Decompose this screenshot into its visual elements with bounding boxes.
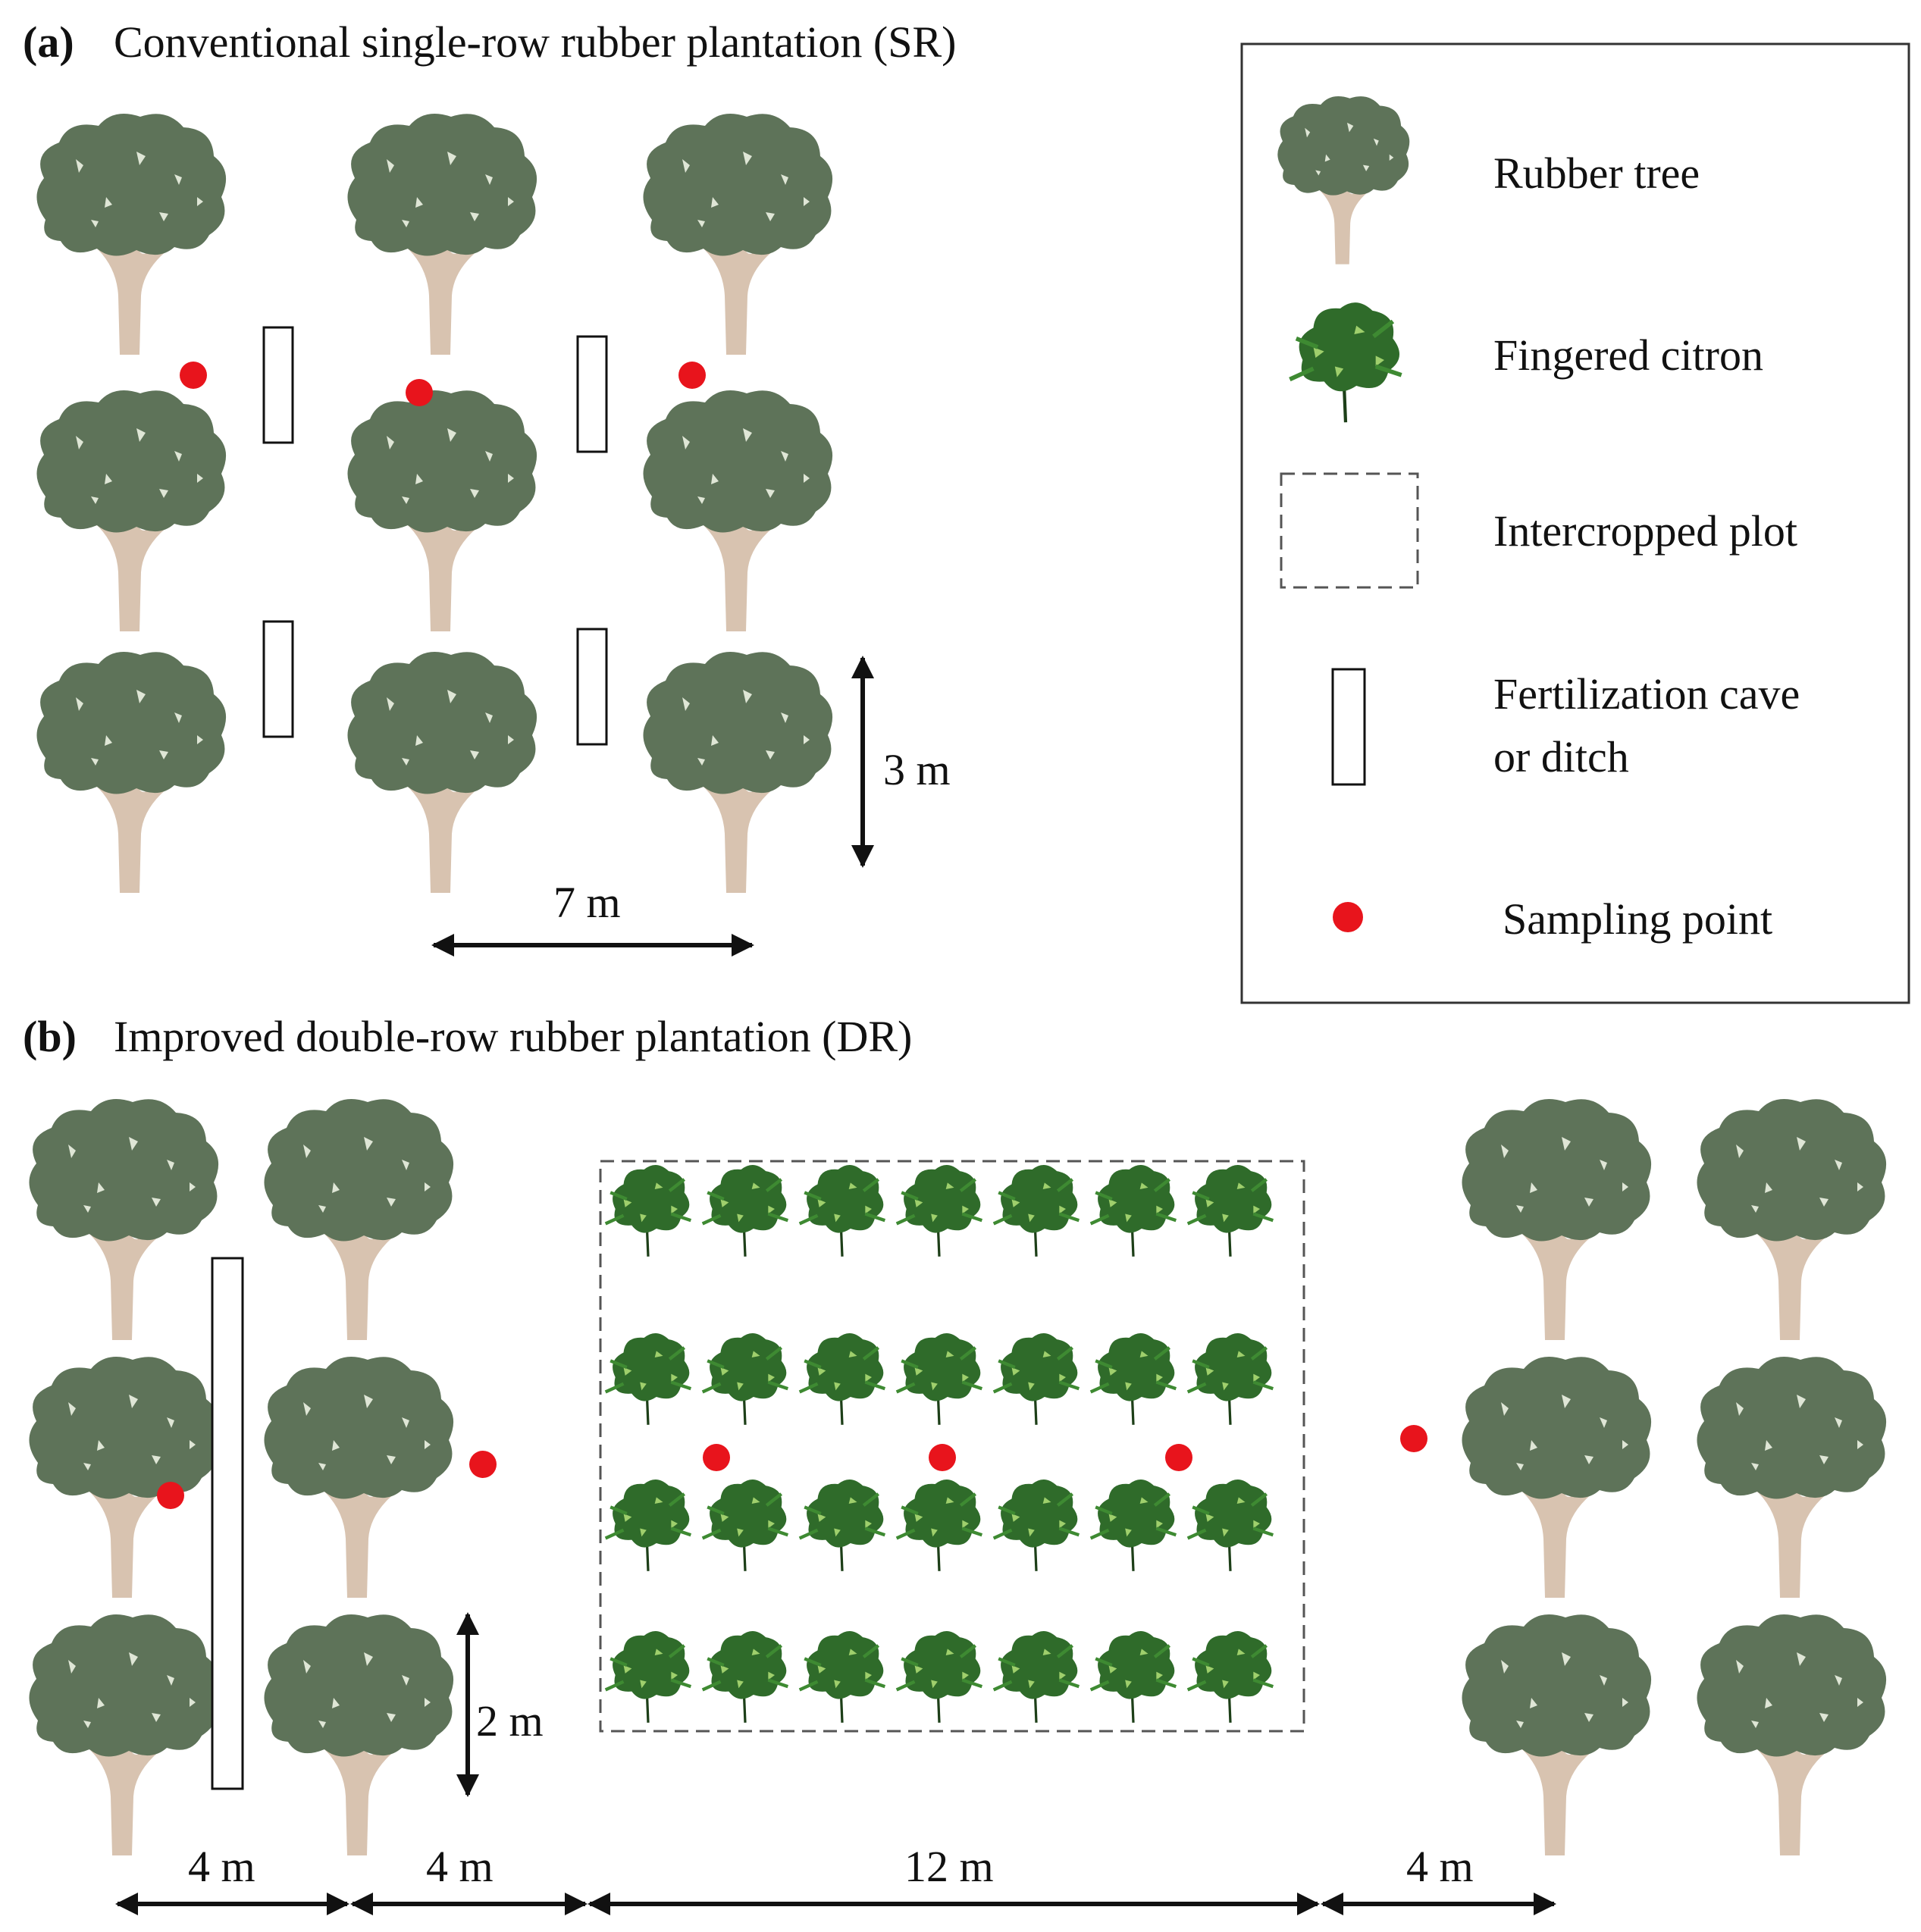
legend: Rubber tree Fingered citron Intercropped… xyxy=(1240,42,1910,1004)
legend-label-rubber-tree: Rubber tree xyxy=(1493,149,1700,198)
fingered-citron-icon xyxy=(703,1165,788,1257)
dim-label-4m-a: 4 m xyxy=(188,1842,255,1891)
fertilization-cave xyxy=(262,326,294,444)
fertilization-cave xyxy=(576,628,608,746)
panel-b-title: Improved double-row rubber plantation (D… xyxy=(114,1012,912,1061)
fingered-citron-icon xyxy=(1188,1165,1274,1257)
fertilization-ditch xyxy=(211,1257,244,1790)
sampling-point-icon xyxy=(1333,902,1363,932)
fingered-citron-icon xyxy=(1091,1165,1177,1257)
rubber-trees-dr-right xyxy=(1462,1099,1887,1855)
rubber-tree-icon xyxy=(36,390,227,631)
sampling-point xyxy=(1165,1444,1192,1471)
sampling-point xyxy=(180,362,207,389)
fertilization-cave-icon xyxy=(1331,668,1366,786)
dim-label-4m-c: 4 m xyxy=(1406,1842,1474,1891)
fingered-citron-icon xyxy=(897,1165,982,1257)
sampling-point xyxy=(678,362,706,389)
panel-a: (a) Conventional single-row rubber plant… xyxy=(23,17,956,957)
panel-a-letter: (a) xyxy=(23,17,74,67)
fingered-citron-icon xyxy=(994,1165,1080,1257)
fingered-citron-icon xyxy=(1188,1631,1274,1723)
fingered-citron-icon xyxy=(1188,1333,1274,1425)
fingered-citron-icon xyxy=(897,1333,982,1425)
fingered-citron-icon xyxy=(800,1631,885,1723)
fingered-citron-icon xyxy=(800,1480,885,1571)
rubber-tree-icon xyxy=(29,1357,219,1598)
rubber-tree-icon xyxy=(643,114,833,355)
sampling-point xyxy=(703,1444,730,1471)
dim-label-3m: 3 m xyxy=(883,745,951,794)
fingered-citron-icon xyxy=(800,1165,885,1257)
panel-a-title: Conventional single-row rubber plantatio… xyxy=(114,17,956,67)
legend-label-intercropped-plot: Intercropped plot xyxy=(1493,506,1797,556)
fingered-citron-icon xyxy=(606,1480,691,1571)
fingered-citron-icon xyxy=(703,1480,788,1571)
rubber-tree-icon xyxy=(347,390,537,631)
panel-b: (b) Improved double-row rubber plantatio… xyxy=(23,1012,1887,1915)
fertilization-cave xyxy=(576,335,608,453)
sampling-point xyxy=(157,1482,184,1509)
rubber-tree-icon xyxy=(1697,1357,1887,1598)
fertilization-cave xyxy=(262,620,294,738)
fingered-citron-icon xyxy=(897,1631,982,1723)
sampling-points-sr xyxy=(180,362,706,406)
rubber-tree-icon xyxy=(643,652,833,893)
panel-b-letter: (b) xyxy=(23,1012,77,1061)
rubber-tree-icon xyxy=(36,114,227,355)
legend-label-fingered-citron: Fingered citron xyxy=(1493,330,1763,380)
sampling-point xyxy=(1400,1425,1427,1452)
rubber-tree-icon xyxy=(643,390,833,631)
fingered-citron-icon xyxy=(994,1631,1080,1723)
legend-label-fertilization-2: or ditch xyxy=(1493,732,1629,781)
fingered-citron-icon xyxy=(1091,1480,1177,1571)
fingered-citron-icon xyxy=(1091,1333,1177,1425)
fingered-citron-icon xyxy=(606,1631,691,1723)
fingered-citron-icon xyxy=(1091,1631,1177,1723)
dim-label-2m: 2 m xyxy=(476,1696,544,1746)
sampling-point xyxy=(929,1444,956,1471)
rubber-tree-icon xyxy=(29,1614,219,1855)
rubber-tree-icon xyxy=(1697,1099,1887,1340)
rubber-tree-icon xyxy=(36,652,227,893)
intercropped-plot xyxy=(599,1160,1305,1733)
fingered-citron-icon xyxy=(703,1333,788,1425)
dim-label-12m: 12 m xyxy=(904,1842,994,1891)
fingered-citron-icon xyxy=(606,1333,691,1425)
rubber-tree-icon xyxy=(1462,1099,1652,1340)
fingered-citron-icon xyxy=(994,1333,1080,1425)
rubber-tree-icon xyxy=(1697,1614,1887,1855)
rubber-trees-sr xyxy=(36,114,833,893)
sampling-point xyxy=(406,379,433,406)
legend-label-fertilization-1: Fertilization cave xyxy=(1493,669,1800,719)
dim-label-4m-b: 4 m xyxy=(426,1842,494,1891)
rubber-tree-icon xyxy=(29,1099,219,1340)
sampling-point xyxy=(469,1451,497,1478)
rubber-tree-icon xyxy=(347,652,537,893)
legend-label-sampling-point: Sampling point xyxy=(1503,894,1772,944)
fingered-citron-icon xyxy=(606,1165,691,1257)
fingered-citron-icon xyxy=(703,1631,788,1723)
fingered-citron-icon xyxy=(800,1333,885,1425)
rubber-tree-icon xyxy=(347,114,537,355)
rubber-tree-icon xyxy=(264,1099,454,1340)
rubber-tree-icon xyxy=(264,1357,454,1598)
fingered-citron-grid xyxy=(606,1165,1274,1723)
fingered-citron-icon xyxy=(994,1480,1080,1571)
fingered-citron-icon xyxy=(897,1480,982,1571)
sampling-points-dr xyxy=(157,1425,1427,1509)
rubber-tree-icon xyxy=(1462,1614,1652,1855)
fingered-citron-icon xyxy=(1188,1480,1274,1571)
rubber-tree-icon xyxy=(1462,1357,1652,1598)
fertilization-caves-sr xyxy=(262,326,608,746)
rubber-tree-icon xyxy=(264,1614,454,1855)
intercropped-plot-icon xyxy=(1280,472,1419,589)
dim-label-7m: 7 m xyxy=(553,878,621,927)
